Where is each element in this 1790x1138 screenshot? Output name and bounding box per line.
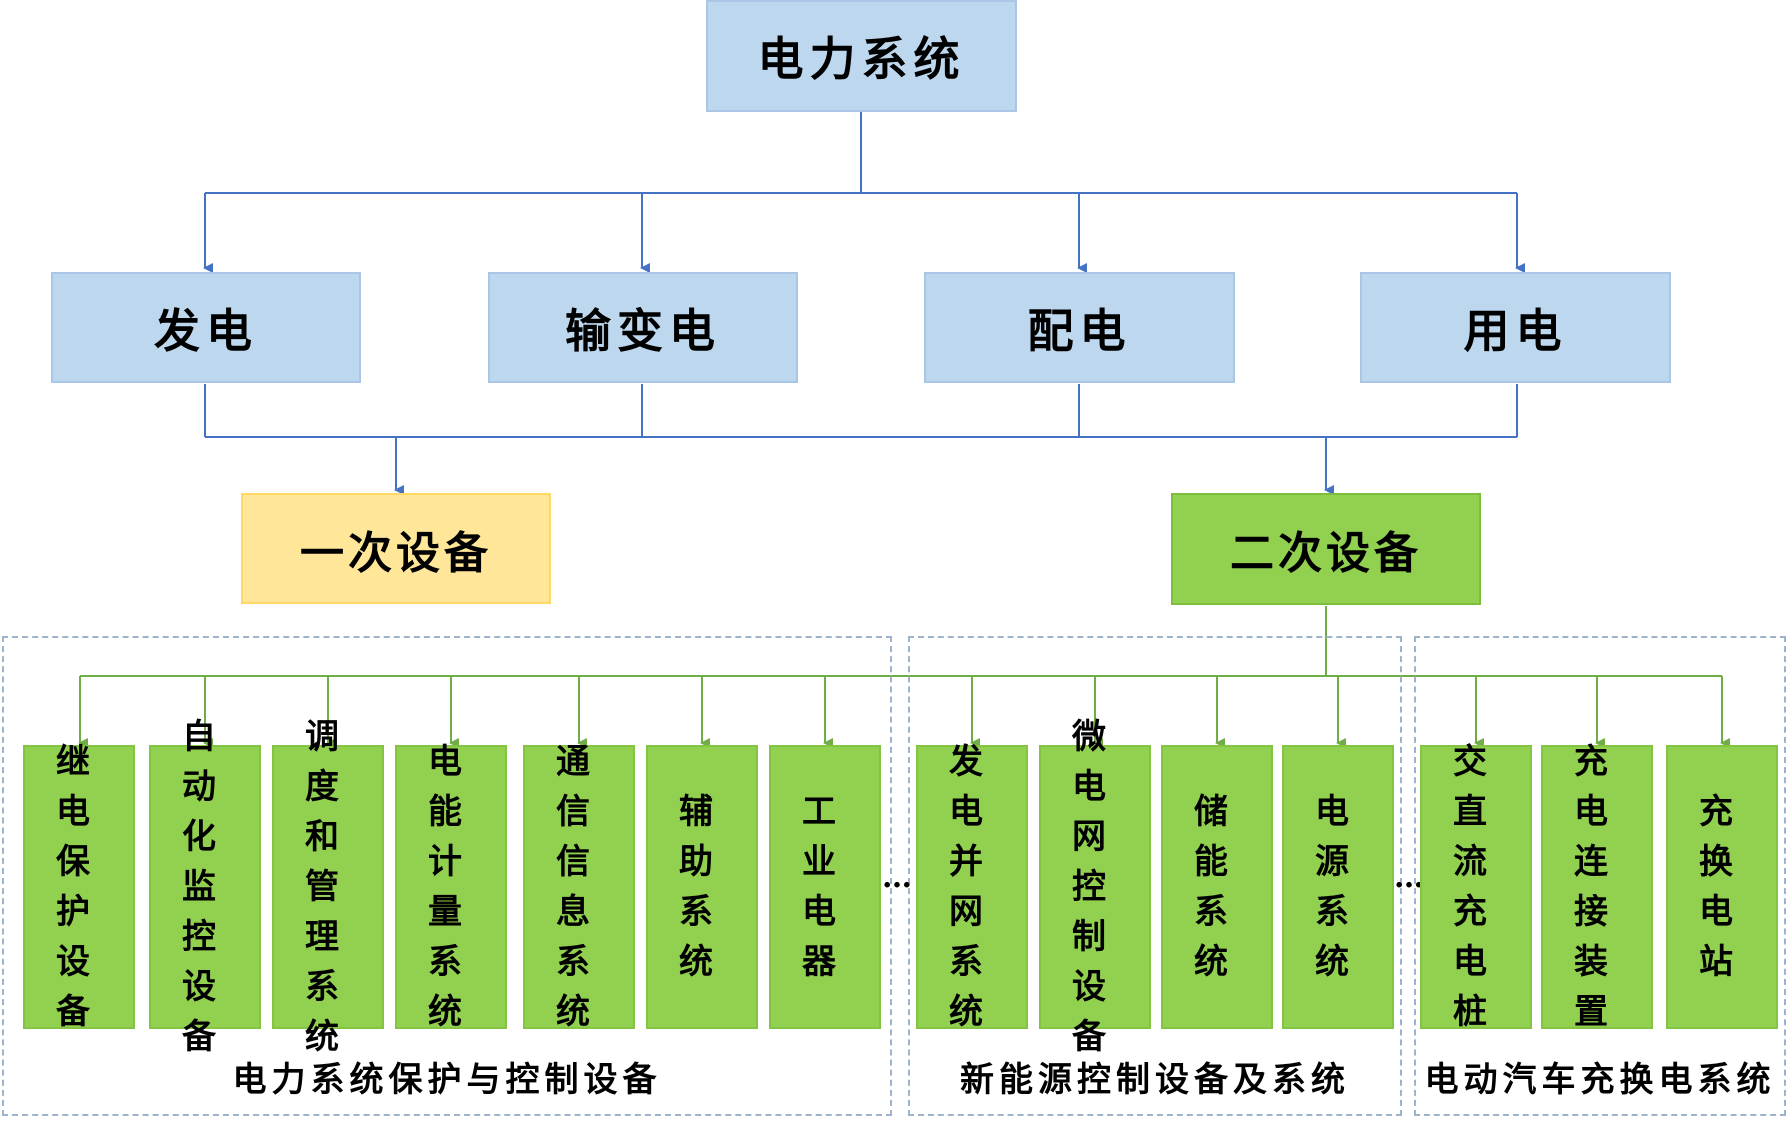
leaf-label: 充换电站 [1699, 792, 1745, 982]
leaf-label: 微电网控制设备 [1072, 717, 1118, 1057]
secondary-equipment-node: 二次设备 [1171, 493, 1481, 605]
leaf-label: 自动化监控设备 [182, 717, 228, 1057]
primary-equipment-node: 一次设备 [241, 493, 551, 604]
leaf-charging-connector: 充电连接装置 [1541, 742, 1653, 1032]
group-frame-protection-control [2, 636, 892, 1116]
leaf-automation-monitoring: 自动化监控设备 [149, 717, 261, 1057]
leaf-label: 发电并网系统 [949, 742, 995, 1032]
leaf-auxiliary-system: 辅助系统 [646, 745, 758, 1029]
primary-label: 一次设备 [300, 527, 492, 579]
leaf-label: 通信信息系统 [556, 742, 602, 1032]
leaf-label: 储能系统 [1194, 792, 1240, 982]
stage-label: 输变电 [565, 303, 721, 358]
leaf-relay-protection: 继电保护设备 [23, 742, 135, 1032]
leaf-energy-metering: 电能计量系统 [395, 742, 507, 1032]
leaf-label: 交直流充电桩 [1453, 742, 1499, 1032]
stage-distribution: 配电 [924, 272, 1235, 383]
group-frame-new-energy [908, 636, 1402, 1116]
leaf-industrial-appliance: 工业电器 [769, 745, 881, 1029]
ellipsis-2: … [1394, 860, 1424, 895]
leaf-microgrid-control: 微电网控制设备 [1039, 717, 1151, 1057]
group-label-protection-control: 电力系统保护与控制设备 [232, 1060, 662, 1100]
leaf-ac-dc-charging-pile: 交直流充电桩 [1420, 742, 1532, 1032]
group-frame-ev-charging [1414, 636, 1786, 1116]
stage-generation: 发电 [51, 272, 361, 383]
ellipsis-1: … [882, 860, 912, 895]
leaf-label: 工业电器 [802, 792, 848, 982]
stage-consumption: 用电 [1360, 272, 1671, 383]
root-node: 电力系统 [706, 0, 1017, 112]
leaf-label: 调度和管理系统 [305, 717, 351, 1057]
stage-label: 用电 [1463, 303, 1568, 358]
leaf-power-supply: 电源系统 [1282, 745, 1394, 1029]
leaf-label: 电能计量系统 [428, 742, 474, 1032]
leaf-dispatch-management: 调度和管理系统 [272, 717, 384, 1057]
root-label: 电力系统 [757, 32, 966, 86]
leaf-energy-storage: 储能系统 [1161, 745, 1273, 1029]
group-label-new-energy: 新能源控制设备及系统 [960, 1060, 1350, 1100]
leaf-communication-info: 通信信息系统 [523, 742, 635, 1032]
stage-label: 发电 [154, 303, 258, 358]
stage-label: 配电 [1027, 303, 1132, 358]
leaf-label: 辅助系统 [679, 792, 725, 982]
stage-transmission: 输变电 [488, 272, 798, 383]
leaf-label: 继电保护设备 [56, 742, 102, 1032]
group-label-ev-charging: 电动汽车充换电系统 [1424, 1060, 1776, 1100]
leaf-label: 充电连接装置 [1574, 742, 1620, 1032]
leaf-charging-swap-station: 充换电站 [1666, 745, 1778, 1029]
leaf-grid-connection: 发电并网系统 [916, 742, 1028, 1032]
secondary-label: 二次设备 [1230, 528, 1422, 579]
leaf-label: 电源系统 [1315, 792, 1361, 982]
